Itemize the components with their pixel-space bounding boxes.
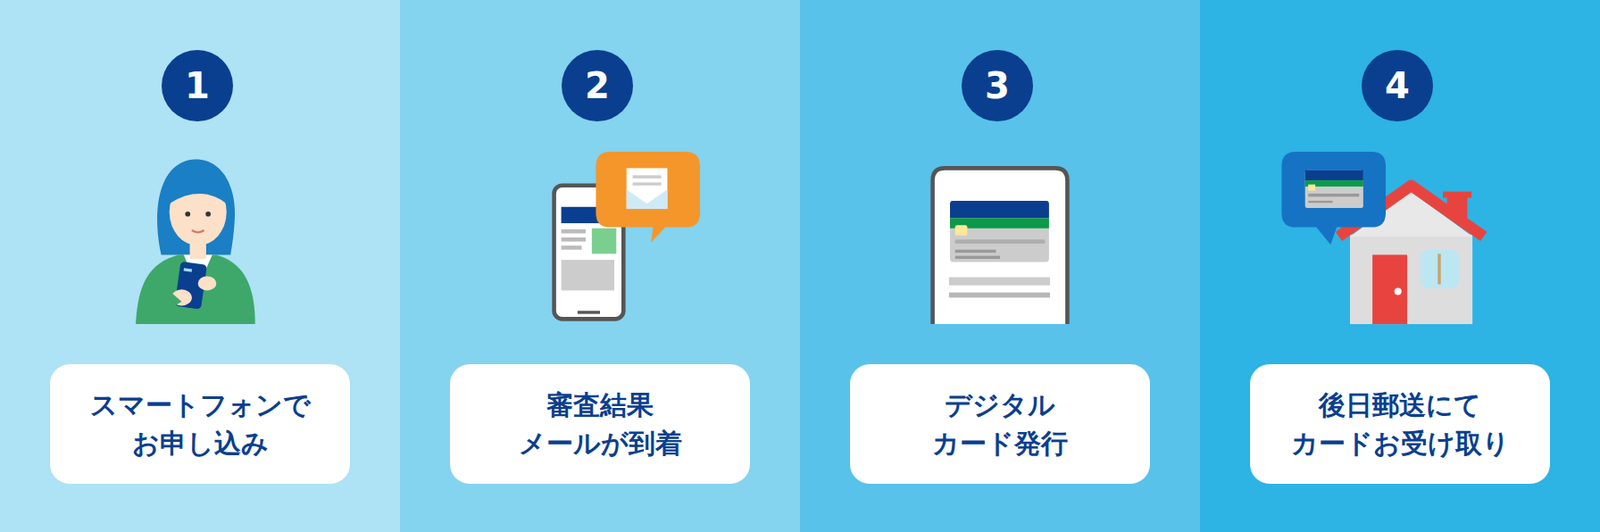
band-1 [0, 0, 400, 532]
band-3 [800, 0, 1200, 532]
phone-mail-icon [554, 151, 700, 319]
step-label: デジタル カード発行 [883, 385, 1117, 464]
step-label-box: 審査結果 メールが到着 [450, 364, 750, 484]
step-number: 4 [1384, 67, 1410, 104]
step-number-circle: 1 [161, 50, 234, 122]
step-number: 3 [984, 67, 1010, 104]
band-2 [400, 0, 800, 532]
woman-icon [135, 159, 256, 325]
step-number-circle: 2 [561, 50, 634, 122]
step-label-box: 後日郵送にて カードお受け取り [1250, 364, 1550, 484]
step-label-box: デジタル カード発行 [850, 364, 1150, 484]
step-number-circle: 3 [961, 50, 1034, 122]
step-label: 審査結果 メールが到着 [483, 385, 717, 464]
house-card-icon [1281, 151, 1484, 325]
step-label: スマートフォンで お申し込み [83, 385, 317, 464]
tablet-card-icon [933, 167, 1068, 325]
step-label: 後日郵送にて カードお受け取り [1283, 385, 1517, 464]
step-number: 2 [584, 67, 610, 104]
step-number-circle: 4 [1361, 50, 1434, 122]
band-4 [1200, 0, 1600, 532]
step-number: 1 [184, 67, 210, 104]
step-label-box: スマートフォンで お申し込み [50, 364, 350, 484]
